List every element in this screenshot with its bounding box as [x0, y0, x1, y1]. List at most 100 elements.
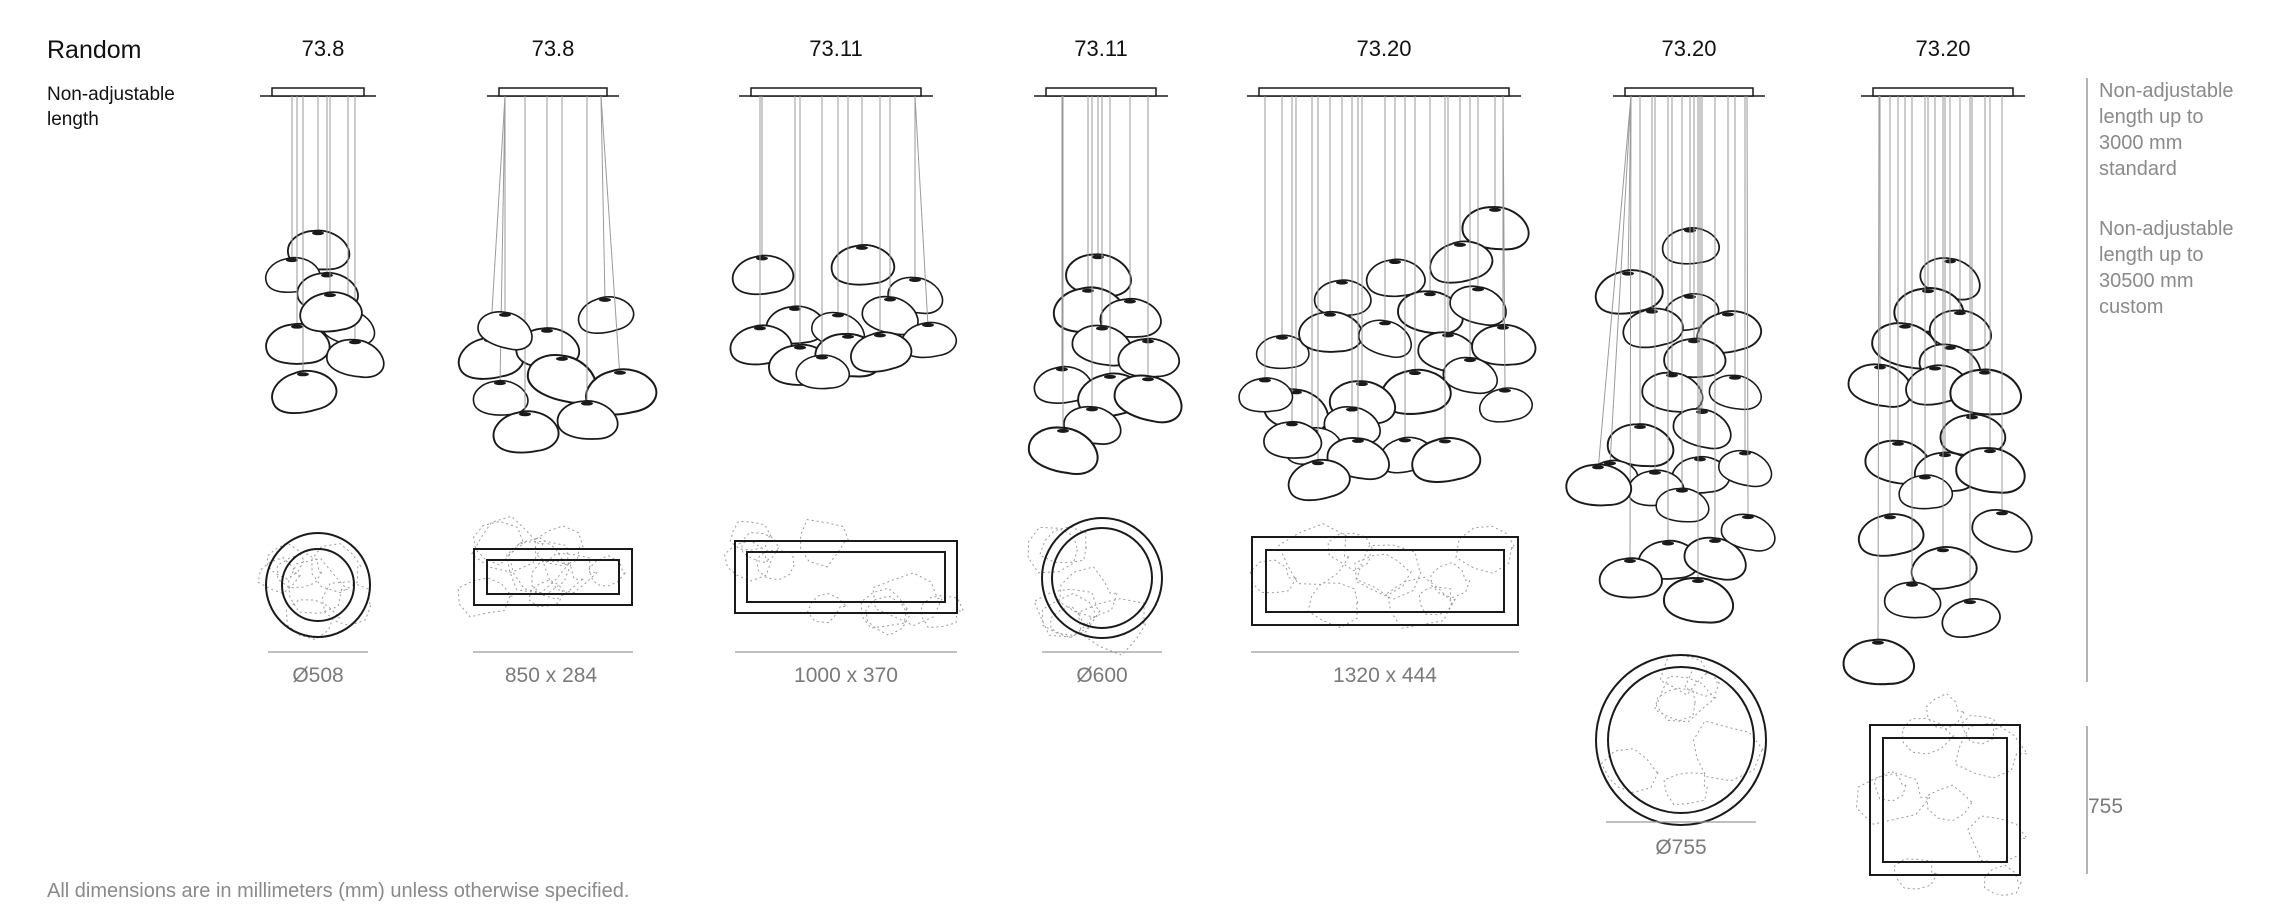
shade-outline [1386, 576, 1455, 629]
model-label-1: 73.8 [301, 36, 345, 61]
cord [1746, 95, 1749, 519]
shade-socket [1439, 439, 1451, 444]
shade-outline [506, 537, 570, 594]
plan-inner-frame [1882, 737, 2008, 863]
shade-socket [1722, 312, 1734, 317]
plan-inner-ring [1051, 527, 1153, 629]
shade-outline [321, 581, 372, 627]
model-label-5: 73.20 [1356, 36, 1412, 61]
cord [600, 95, 606, 302]
shade-socket [1086, 407, 1098, 412]
glass-shade [1842, 638, 1916, 686]
shade-outline [1278, 523, 1350, 586]
plan-outer-ring [1595, 654, 1767, 826]
shade-socket [1646, 309, 1658, 314]
pendant-group-2 [454, 87, 661, 457]
shade-socket [1356, 382, 1368, 387]
canopy [1258, 87, 1510, 97]
glass-shade [1948, 367, 2023, 417]
dimension-label-5: 1320 x 444 [1333, 664, 1437, 687]
shade-socket [1057, 428, 1069, 433]
shade-outline [1967, 815, 2028, 864]
pendant-group-4 [1024, 87, 1189, 480]
shade-socket [1346, 407, 1358, 412]
shade-socket [1336, 280, 1348, 285]
shade-socket [789, 306, 801, 311]
shade-outline [1600, 748, 1659, 793]
model-label-2: 73.8 [531, 36, 575, 61]
shade-outline [1355, 544, 1422, 600]
shade-socket [909, 277, 921, 282]
shade-outline [1027, 526, 1079, 574]
shade-socket [756, 256, 768, 261]
shade-socket [1454, 242, 1466, 247]
model-label-6: 73.20 [1661, 36, 1717, 61]
shade-socket [1604, 461, 1616, 466]
shade-outline [1684, 667, 1720, 697]
shade-outline [1901, 717, 1955, 755]
length-note-custom: Non-adjustable length up to 30500 mm cus… [2099, 218, 2234, 318]
shade-outline [1354, 553, 1412, 597]
shade-outline [1663, 772, 1708, 806]
shade-outline [257, 556, 301, 595]
model-label-3: 73.11 [809, 36, 863, 61]
cord [1502, 95, 1506, 392]
shade-outline [1925, 692, 1965, 730]
shade-socket [922, 323, 934, 328]
shade-socket [1944, 345, 1956, 350]
shade-socket [1096, 326, 1108, 331]
shade-outline [1873, 770, 1907, 802]
plan-view-4 [1027, 517, 1163, 656]
shade-socket [1352, 438, 1364, 443]
plan-view-6 [1595, 653, 1767, 826]
shade-outline [800, 519, 850, 568]
shade-socket [1442, 333, 1454, 338]
shade-outline [534, 525, 584, 567]
cord [489, 95, 506, 345]
shade-socket [1622, 271, 1634, 276]
plan-view-2 [457, 515, 633, 653]
shade-outline [285, 599, 342, 641]
dimension-label-6: Ø755 [1655, 836, 1707, 859]
cord [1877, 95, 1880, 649]
shade-outline [1041, 592, 1099, 636]
shade-socket [1104, 374, 1116, 379]
length-note-standard: Non-adjustable length up to 3000 mm stan… [2099, 80, 2234, 180]
shade-outline [1954, 722, 2029, 779]
shade-outline [1249, 559, 1298, 594]
shade-socket [1919, 475, 1931, 480]
shade-socket [1649, 470, 1661, 475]
canopy [271, 87, 365, 97]
shade-socket [1694, 457, 1706, 462]
shade-outline [920, 594, 965, 629]
plan-views [257, 515, 2029, 897]
shade-socket [1884, 515, 1896, 520]
shade-socket [1499, 388, 1511, 393]
plan-view-5 [1249, 523, 1519, 653]
shade-outline [1039, 526, 1087, 564]
shade-socket [842, 334, 854, 339]
shade-socket [1892, 441, 1904, 446]
shade-outline [1418, 586, 1456, 616]
shade-socket [1899, 324, 1911, 329]
shade-socket [1592, 465, 1604, 470]
shade-socket [1966, 415, 1978, 420]
shade-socket [541, 328, 553, 333]
page-subtitle: Non-adjustable length [47, 84, 175, 130]
glass-shade [1470, 323, 1537, 367]
shade-outline [588, 555, 627, 587]
shade-socket [1124, 299, 1136, 304]
glass-shade [472, 379, 530, 417]
shade-socket [1688, 339, 1700, 344]
pendant-group-5 [1236, 87, 1537, 507]
shade-outline [1926, 784, 1974, 822]
shade-outline [860, 587, 909, 629]
shade-outline [729, 520, 772, 551]
shade-socket [1696, 409, 1708, 414]
shade-socket [1979, 370, 1991, 375]
shade-outline [1983, 864, 2022, 897]
shade-socket [1290, 390, 1302, 395]
shade-outline [1855, 772, 1931, 825]
shade-outline [311, 543, 362, 594]
